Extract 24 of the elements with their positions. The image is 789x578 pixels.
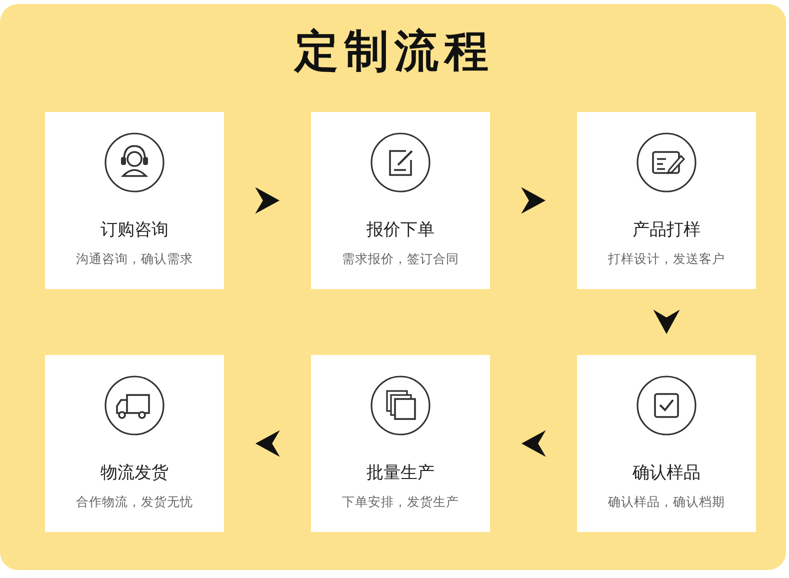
step-card [45,355,224,532]
title: 定制流程 [294,25,494,79]
step-description: 合作物流，发货无忧 [76,494,193,509]
step-card [311,112,490,289]
arrow [521,430,546,457]
arrow [255,430,280,457]
step-description: 确认样品，确认档期 [608,494,725,509]
step-card [577,112,756,289]
step-description: 下单安排，发货生产 [342,494,459,509]
step-title: 确认样品 [632,463,700,483]
step-description: 需求报价，签订合同 [342,251,459,266]
step-card [577,355,756,532]
step-title: 物流发货 [100,463,168,483]
step-card [311,355,490,532]
step-title: 产品打样 [632,220,700,240]
step-description: 打样设计，发送客户 [608,251,725,266]
arrow [521,187,546,214]
step-description: 沟通咨询，确认需求 [76,251,193,266]
arrow [653,310,680,334]
step-title: 报价下单 [366,220,434,240]
step-title: 批量生产 [366,463,434,483]
step-title: 订购咨询 [100,220,168,240]
arrow [255,187,280,214]
step-card [45,112,224,289]
